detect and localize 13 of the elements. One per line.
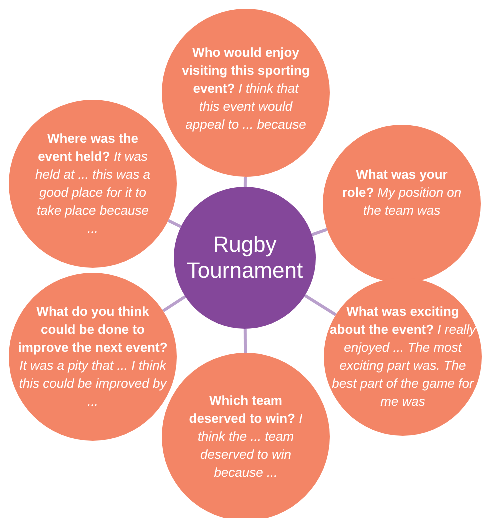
question-text: What do you think could be done to improve the next event? It was a pity that ... I think this could be improved by ... xyxy=(18,303,168,411)
connector-line xyxy=(312,228,328,236)
central-topic: Rugby Tournament xyxy=(186,232,304,284)
connector-line xyxy=(304,294,337,316)
question-text: Which team deserved to win? I think the ... team deserved to win because ... xyxy=(188,392,304,482)
question-text: Where was the event held? It was held at ... this was a good place for it to take place because ... xyxy=(34,130,152,238)
connector-line xyxy=(244,176,247,188)
question-text: Who would enjoy visiting this sporting event? I think that this event would appeal to ... because xyxy=(182,44,310,134)
connector-line xyxy=(244,328,248,353)
connector-line xyxy=(168,219,182,228)
connector-line xyxy=(162,296,186,312)
question-text: What was your role? My position on the team was xyxy=(341,166,463,220)
question-text: What was exciting about the event? I really enjoyed ... The most exciting part was. The best part of the game for me was xyxy=(329,303,477,411)
